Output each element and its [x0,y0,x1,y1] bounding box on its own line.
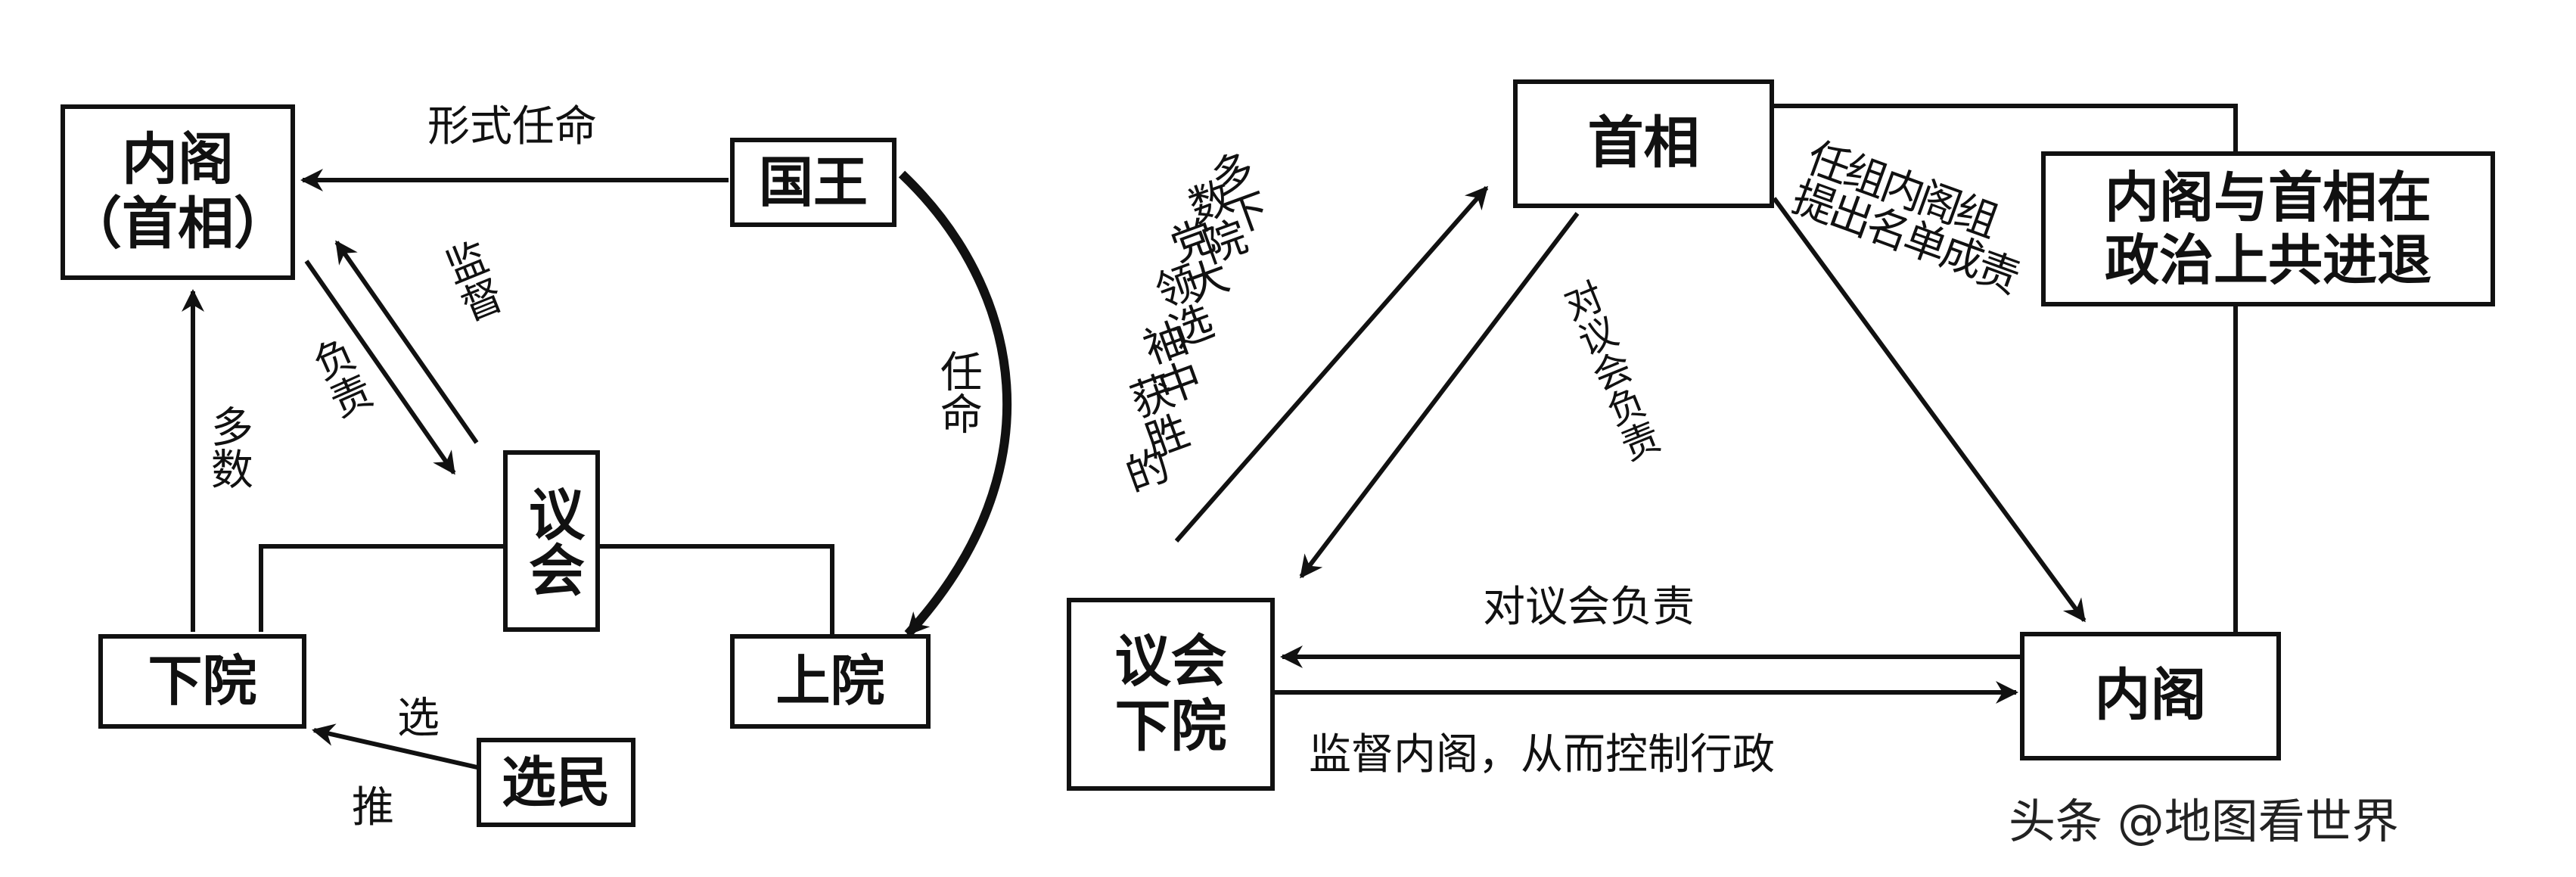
node-note: 内阁与首相在 政治上共进退 [2041,151,2495,306]
label-formal-appointment: 形式任命 [427,102,597,151]
node-king: 国王 [730,138,896,227]
label-majority: 多数 [204,405,253,490]
arrow-pm-responsible [1299,212,1580,579]
arrow-voters-to-lower-house [312,723,481,770]
node-parliament-lower-house: 议会 下院 [1067,598,1275,791]
arrow-supervise [334,240,479,444]
node-cabinet-line1: 内阁 [122,126,234,192]
node-upper-house: 上院 [730,634,931,729]
label-elect: 选 [397,694,440,743]
line-pm-cabinet-connection [1774,104,2238,151]
node-cabinet-line2: （首相） [66,191,290,257]
node-lower-house: 下院 [98,634,306,729]
node-cabinet-right: 内阁 [2020,632,2281,760]
arrow-king-to-upper-house [898,170,1012,638]
label-recommend: 推 [352,783,394,832]
node-voters: 选民 [477,738,635,827]
node-pm: 首相 [1513,79,1774,208]
node-cabinet: 内阁 （首相） [61,104,295,280]
label-cabinet-responsible-parliament: 对议会负责 [1483,583,1695,632]
arrow-responsible [304,260,456,475]
arrow-pm-forms-cabinet [1772,197,2087,623]
arrow-elect-pm [1174,185,1489,543]
label-appoint: 任命 [933,350,983,434]
label-supervise-cabinet: 监督内阁，从而控制行政 [1309,730,1775,779]
node-parliament: 议会 [503,450,600,632]
watermark: 头条 @地图看世界 [2009,794,2399,849]
